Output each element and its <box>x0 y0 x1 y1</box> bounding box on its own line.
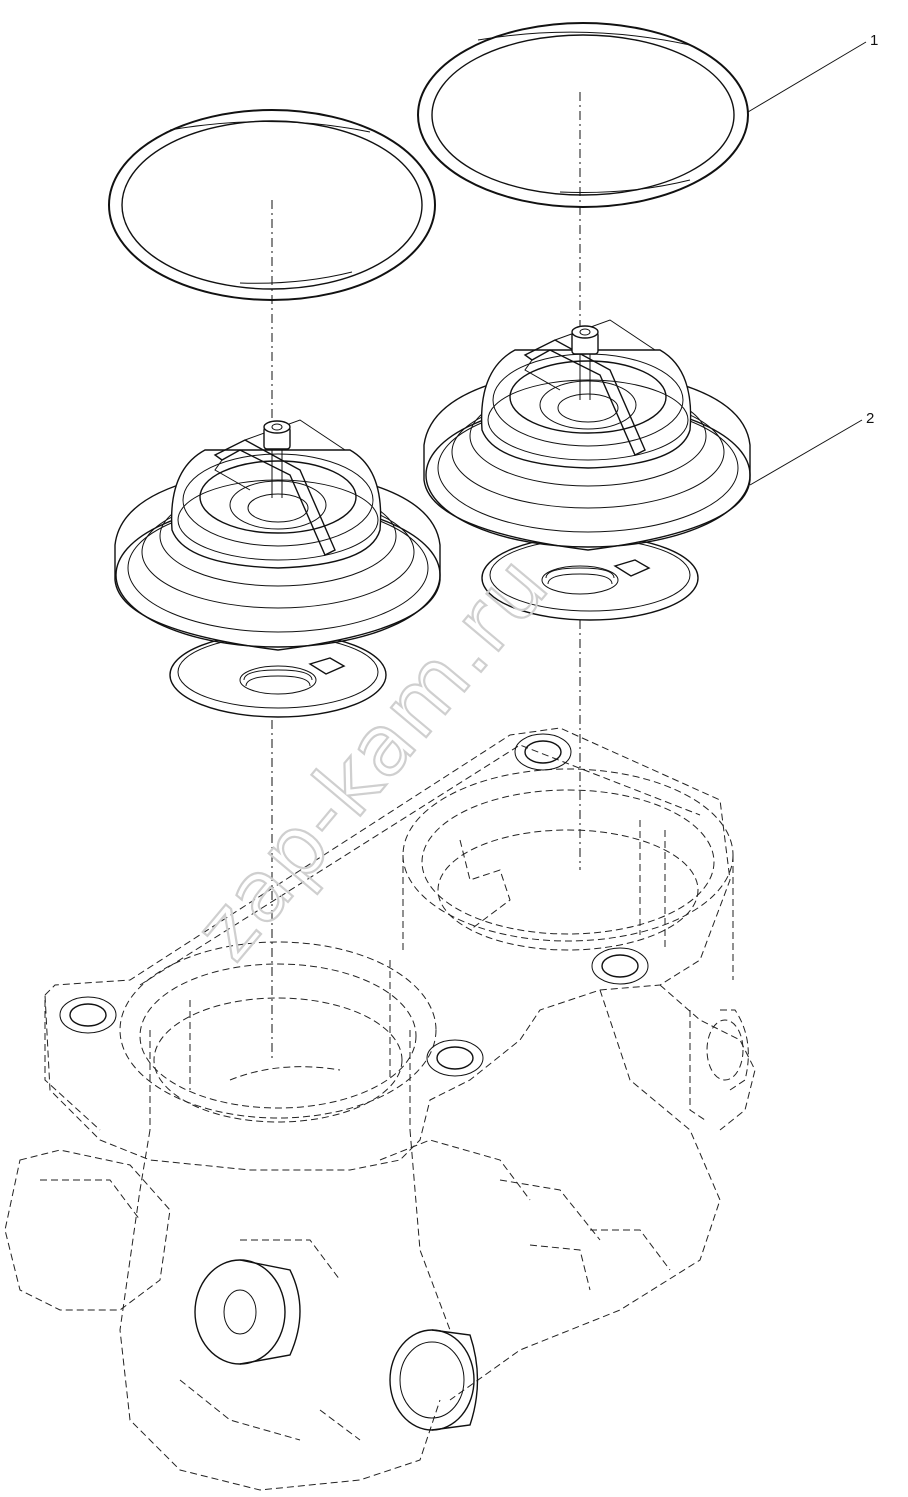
o-ring-right <box>417 22 749 208</box>
callout-number-2: 2 <box>866 410 874 427</box>
thermostat-housing <box>4 727 756 1491</box>
callout-number-1: 1 <box>870 32 878 49</box>
callout-1: 1 <box>747 32 878 113</box>
thermostat-right <box>423 319 751 621</box>
thermostat-left <box>114 419 441 718</box>
callout-2: 2 <box>749 410 874 486</box>
center-lines <box>271 92 581 1060</box>
